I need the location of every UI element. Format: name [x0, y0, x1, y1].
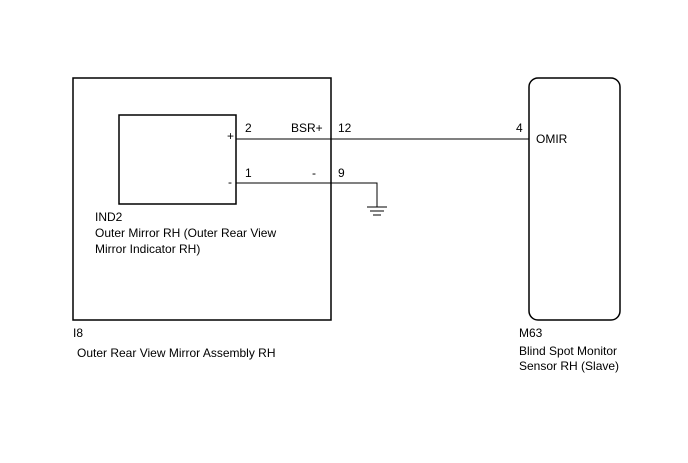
sensor-box — [528, 77, 621, 321]
mirror-assembly-box — [72, 77, 332, 321]
assembly-code: I8 — [73, 326, 83, 340]
indicator-name-line1: Outer Mirror RH (Outer Rear View — [95, 226, 276, 240]
pin-label-9: 9 — [338, 166, 345, 180]
indicator-plus-symbol: + — [227, 129, 234, 143]
sensor-name-line1: Blind Spot Monitor — [519, 344, 617, 358]
indicator-minus-symbol: - — [228, 175, 232, 189]
sensor-terminal-omir: OMIR — [536, 132, 568, 146]
assembly-name: Outer Rear View Mirror Assembly RH — [77, 346, 276, 360]
wire-ground — [236, 182, 378, 207]
indicator-name-line2: Mirror Indicator RH) — [95, 242, 200, 256]
signal-label-minus: - — [312, 166, 316, 180]
indicator-code: IND2 — [95, 210, 123, 224]
ground-icon — [367, 206, 387, 216]
pin-label-1: 1 — [245, 166, 252, 180]
pin-label-12: 12 — [338, 121, 352, 135]
pin-label-4: 4 — [516, 121, 523, 135]
pin-label-2: 2 — [245, 121, 252, 135]
sensor-code: M63 — [519, 326, 543, 340]
indicator-box — [118, 114, 237, 205]
sensor-name-line2: Sensor RH (Slave) — [519, 359, 619, 373]
signal-label-bsr-plus: BSR+ — [291, 121, 323, 135]
